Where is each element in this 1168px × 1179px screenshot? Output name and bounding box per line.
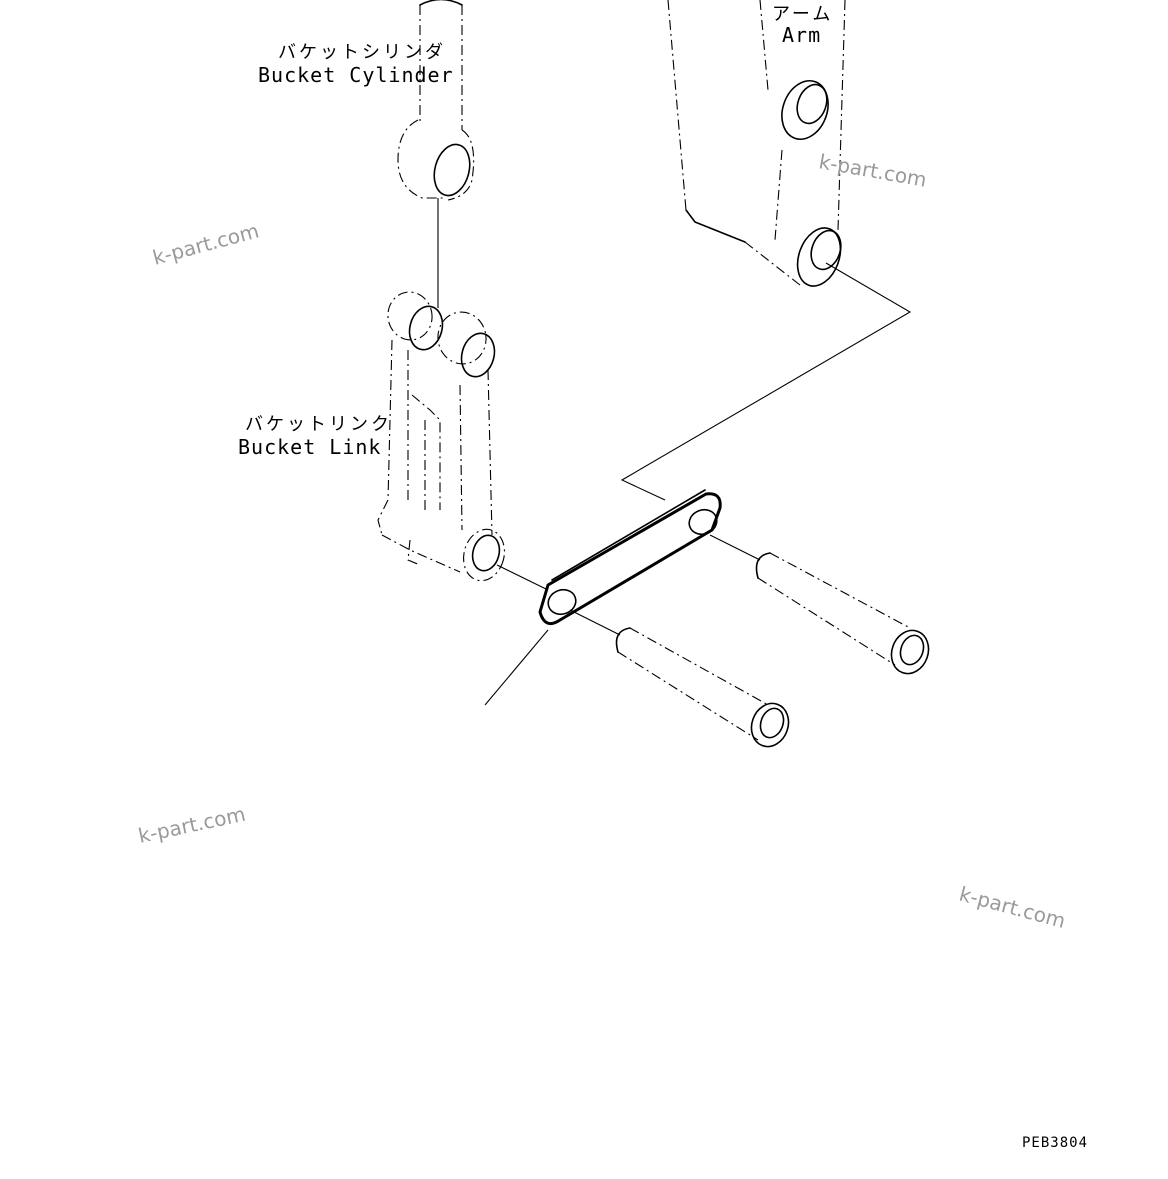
arm-label-en: Arm [782,23,821,47]
watermark: k-part.com [150,218,261,269]
pin-lower [615,627,790,748]
watermark: k-part.com [957,882,1068,933]
drawing-code: PEB3804 [1022,1135,1088,1151]
link-plate [538,489,722,626]
bucket-cylinder-label-en: Bucket Cylinder [258,63,454,87]
bucket-link-outline [377,291,506,582]
bucket-link-label-jp: バケットリンク [245,414,392,435]
arm-outline [667,0,846,287]
watermark: k-part.com [817,149,928,192]
centerlines [437,198,912,706]
pin-upper [755,552,930,675]
bucket-link-label-en: Bucket Link [238,435,381,459]
arm-label-jp: アーム [772,4,833,25]
watermark: k-part.com [136,802,248,848]
bucket-cylinder-outline [397,0,475,201]
bucket-cylinder-label-jp: バケットシリンダ [278,42,446,63]
